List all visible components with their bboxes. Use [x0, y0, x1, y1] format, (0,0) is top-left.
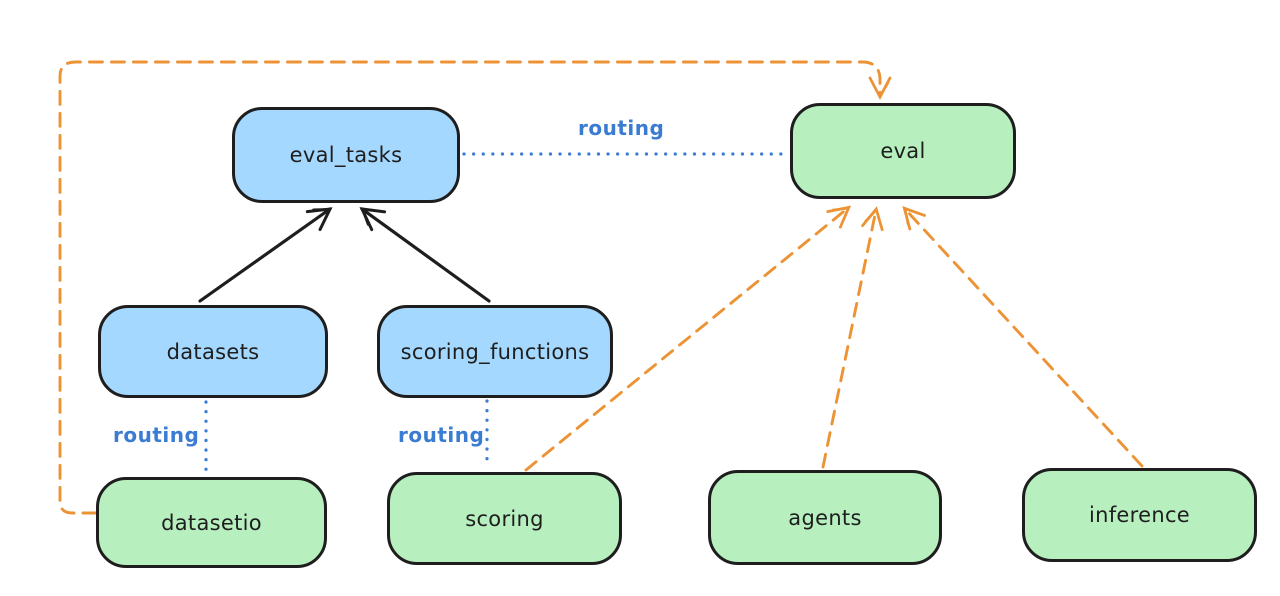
edge-label-routing-datasets: routing	[113, 423, 200, 447]
node-scoring-functions: scoring_functions	[377, 305, 613, 398]
node-datasetio-label: datasetio	[161, 510, 262, 535]
edge-scoring-functions-to-eval-tasks	[359, 207, 491, 303]
edge-datasetio-to-eval	[58, 60, 892, 515]
node-agents-label: agents	[788, 505, 862, 530]
node-scoring-functions-label: scoring_functions	[400, 339, 590, 364]
edge-inference-to-eval	[902, 206, 1144, 468]
edge-scoring-to-eval	[524, 205, 852, 472]
node-inference: inference	[1022, 468, 1257, 562]
node-eval: eval	[790, 103, 1016, 199]
node-datasets: datasets	[98, 305, 328, 398]
node-inference-label: inference	[1088, 503, 1191, 527]
node-agents: agents	[708, 470, 942, 565]
node-scoring: scoring	[387, 472, 622, 565]
edge-label-routing-top: routing	[578, 116, 665, 140]
node-eval-label: eval	[880, 139, 926, 163]
node-datasetio: datasetio	[96, 477, 327, 568]
edge-datasets-to-eval-tasks	[198, 207, 333, 303]
edge-label-routing-scoring: routing	[398, 423, 485, 447]
node-scoring-label: scoring	[465, 506, 544, 531]
edge-agents-to-eval	[821, 206, 884, 469]
node-eval-tasks: eval_tasks	[232, 107, 460, 203]
node-eval-tasks-label: eval_tasks	[289, 143, 403, 167]
node-datasets-label: datasets	[166, 339, 260, 364]
